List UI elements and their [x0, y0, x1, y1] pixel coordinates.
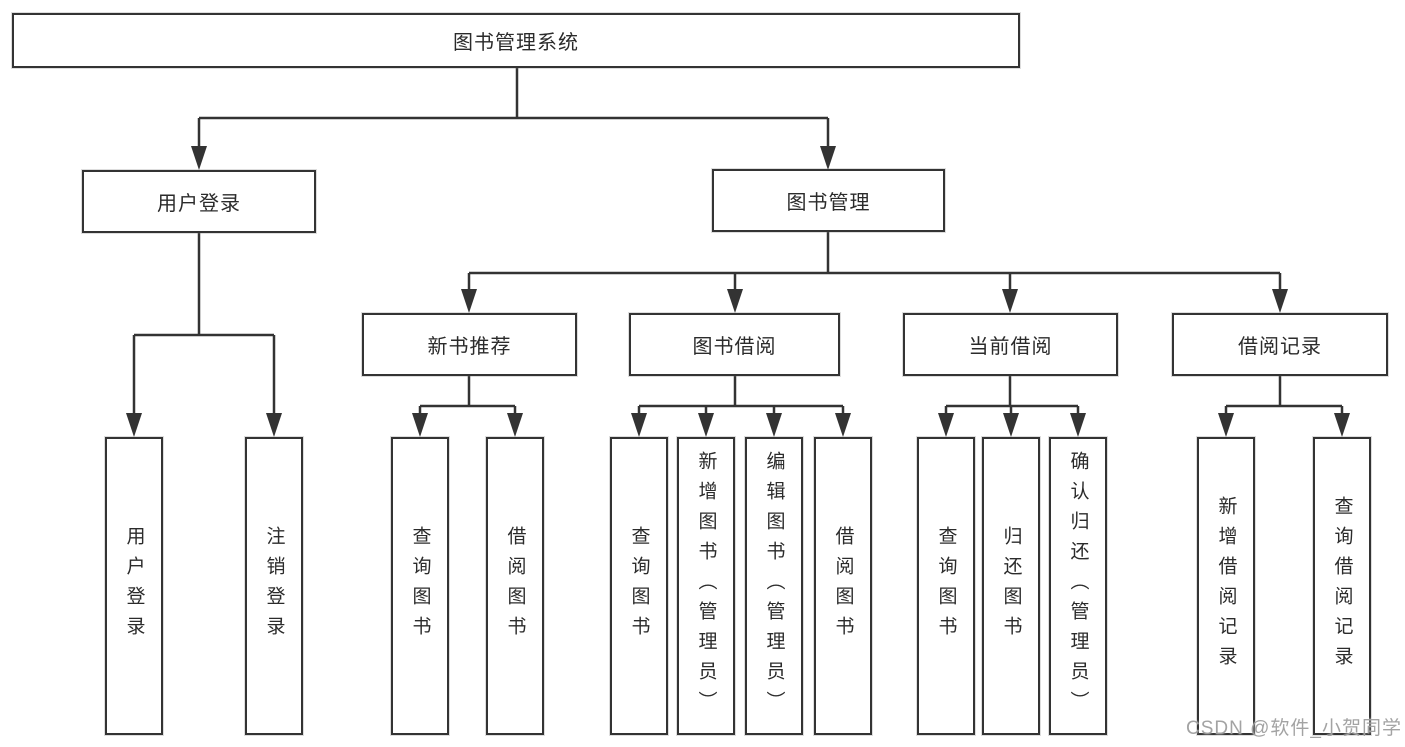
leaf-logout: 注销登录 [245, 437, 303, 735]
leaf-label: 确认归还（管理员） [1067, 451, 1089, 721]
node-system-root: 图书管理系统 [12, 13, 1020, 68]
leaf-label: 新增图书（管理员） [695, 451, 717, 721]
node-label: 图书管理系统 [453, 32, 579, 54]
leaf-label: 新增借阅记录 [1215, 496, 1237, 676]
leaf-label: 归还图书 [1000, 526, 1022, 646]
leaf-label: 查询图书 [628, 526, 650, 646]
node-book-management: 图书管理 [712, 169, 945, 232]
leaf-borrow-book: 借阅图书 [814, 437, 872, 735]
leaf-query-book-current: 查询图书 [917, 437, 975, 735]
leaf-query-borrow-record: 查询借阅记录 [1313, 437, 1371, 735]
watermark: CSDN @软件_小贺同学 [1186, 718, 1402, 739]
leaf-user-login: 用户登录 [105, 437, 163, 735]
leaf-add-borrow-record: 新增借阅记录 [1197, 437, 1255, 735]
leaf-label: 查询借阅记录 [1331, 496, 1353, 676]
leaf-query-book-borrow: 查询图书 [610, 437, 668, 735]
node-borrow-record: 借阅记录 [1172, 313, 1388, 376]
leaf-label: 查询图书 [409, 526, 431, 646]
node-label: 用户登录 [157, 193, 241, 215]
leaf-borrow-book-recommend: 借阅图书 [486, 437, 544, 735]
node-user-login: 用户登录 [82, 170, 316, 233]
leaf-label: 注销登录 [263, 526, 285, 646]
leaf-label: 查询图书 [935, 526, 957, 646]
leaf-confirm-return-admin: 确认归还（管理员） [1049, 437, 1107, 735]
leaf-return-book: 归还图书 [982, 437, 1040, 735]
leaf-add-book-admin: 新增图书（管理员） [677, 437, 735, 735]
node-label: 图书管理 [786, 192, 871, 214]
leaf-edit-book-admin: 编辑图书（管理员） [745, 437, 803, 735]
leaf-label: 编辑图书（管理员） [763, 451, 785, 721]
node-label: 当前借阅 [968, 336, 1053, 358]
node-label: 借阅记录 [1238, 336, 1322, 358]
leaf-label: 借阅图书 [832, 526, 854, 646]
node-current-borrow: 当前借阅 [903, 313, 1118, 376]
node-book-borrow: 图书借阅 [629, 313, 840, 376]
node-label: 新书推荐 [427, 336, 512, 358]
node-new-book-recommend: 新书推荐 [362, 313, 577, 376]
leaf-label: 借阅图书 [504, 526, 526, 646]
leaf-label: 用户登录 [123, 526, 145, 646]
node-label: 图书借阅 [692, 336, 777, 358]
leaf-query-book-recommend: 查询图书 [391, 437, 449, 735]
